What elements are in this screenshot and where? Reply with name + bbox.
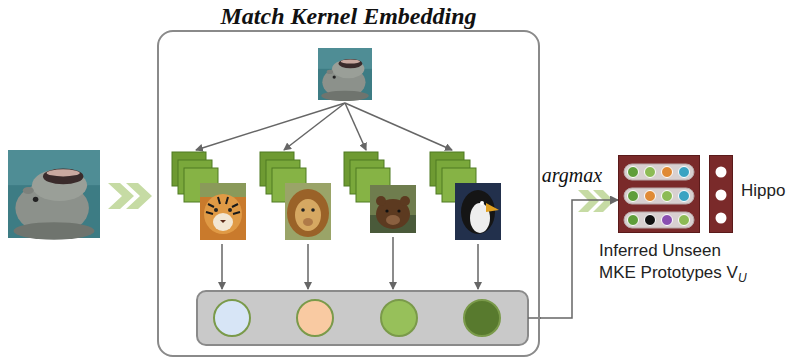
vector-dots <box>709 155 733 233</box>
down-arrows <box>222 237 478 289</box>
penguin-photo <box>455 183 501 240</box>
edge-label: argmax <box>540 164 604 186</box>
caption-text: Inferred Unseen MKE Prototypes V <box>599 241 738 282</box>
embedding-box: Match Kernel Embedding <box>157 30 540 357</box>
lion-photo <box>285 183 331 240</box>
class-label: Hippo <box>741 180 785 202</box>
tiger-photo <box>200 183 246 240</box>
query-hippo-photo <box>318 48 372 101</box>
bear-photo <box>370 185 416 233</box>
matrix-rows <box>618 155 700 233</box>
embedding-bar <box>197 291 541 345</box>
fan-out-arrows <box>196 103 452 150</box>
matrix-caption: Inferred Unseen MKE Prototypes VU <box>599 240 749 289</box>
input-hippo-photo <box>8 150 100 240</box>
input-chevrons <box>108 183 152 209</box>
box-title: Match Kernel Embedding <box>214 2 482 30</box>
prototype-matrix: Inferred Unseen MKE Prototypes VU <box>618 155 700 233</box>
argmax-chevrons <box>578 190 614 212</box>
caption-subscript: U <box>738 271 747 285</box>
class-vector: Hippo <box>709 155 733 233</box>
